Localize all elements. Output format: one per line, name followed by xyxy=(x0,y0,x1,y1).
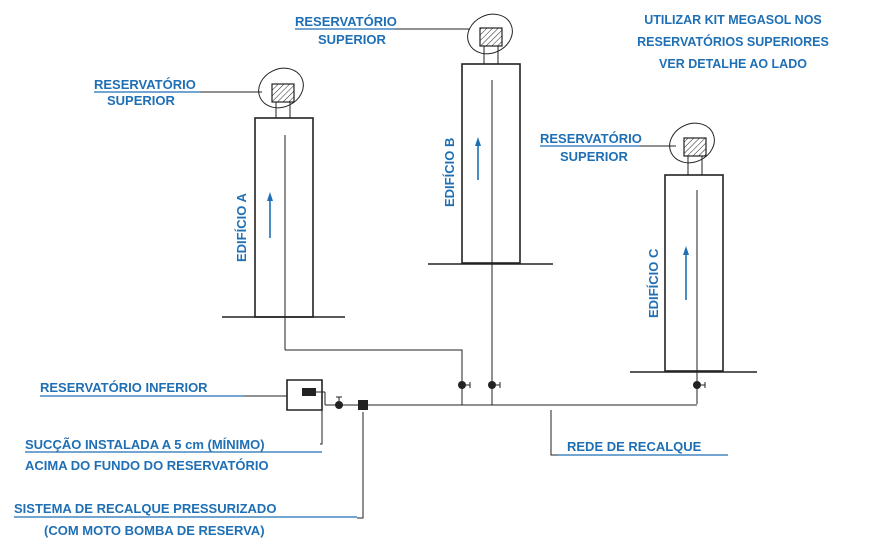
reservoir-b-label-1: RESERVATÓRIO xyxy=(295,14,397,29)
pump-label-2: (COM MOTO BOMBA DE RESERVA) xyxy=(44,523,265,538)
pump-label-1: SISTEMA DE RECALQUE PRESSURIZADO xyxy=(14,501,276,516)
network-callout: REDE DE RECALQUE xyxy=(550,410,728,456)
reservoir-c-label-1: RESERVATÓRIO xyxy=(540,131,642,146)
top-note-line-1: UTILIZAR KIT MEGASOL NOS xyxy=(644,13,822,27)
building-b: EDIFÍCIO B xyxy=(428,13,553,405)
building-b-body xyxy=(461,63,521,264)
pump-unit xyxy=(358,400,368,410)
lower-reservoir-label: RESERVATÓRIO INFERIOR xyxy=(40,380,208,395)
building-c-body xyxy=(664,174,724,372)
top-note-line-3: VER DETALHE AO LADO xyxy=(659,57,807,71)
reservoir-a-tank xyxy=(271,83,295,103)
reservoir-a-label-2: SUPERIOR xyxy=(107,93,176,108)
branch-a-pipe xyxy=(285,349,463,405)
reservoir-a-callout: RESERVATÓRIO SUPERIOR xyxy=(94,77,262,108)
suction-valve xyxy=(335,401,343,409)
reservoir-c-label-2: SUPERIOR xyxy=(560,149,629,164)
lower-reservoir-callout: RESERVATÓRIO INFERIOR xyxy=(40,380,287,397)
building-c: EDIFÍCIO C xyxy=(630,122,757,404)
reservoir-b-detail-circle xyxy=(467,13,513,55)
building-a-label: EDIFÍCIO A xyxy=(234,193,249,262)
reservoir-b-label-2: SUPERIOR xyxy=(318,32,387,47)
reservoir-a-detail-circle xyxy=(258,67,304,109)
suction-intake xyxy=(302,388,316,396)
top-note-line-2: RESERVATÓRIOS SUPERIORES xyxy=(637,34,829,49)
valve-a xyxy=(458,381,466,389)
suction-label-2: ACIMA DO FUNDO DO RESERVATÓRIO xyxy=(25,458,269,473)
reservoir-b-callout: RESERVATÓRIO SUPERIOR xyxy=(295,14,470,47)
network-label: REDE DE RECALQUE xyxy=(567,439,702,454)
pump-callout: SISTEMA DE RECALQUE PRESSURIZADO (COM MO… xyxy=(14,412,364,538)
building-a-body xyxy=(254,117,314,318)
reservoir-c-detail-circle xyxy=(669,122,715,164)
piping-network xyxy=(285,349,706,406)
building-b-label: EDIFÍCIO B xyxy=(442,138,457,207)
valve-b xyxy=(488,381,496,389)
reservoir-a-label-1: RESERVATÓRIO xyxy=(94,77,196,92)
valve-c xyxy=(693,381,701,389)
building-a: EDIFÍCIO A xyxy=(222,67,345,350)
reservoir-b-tank xyxy=(479,27,503,47)
reservoir-c-tank xyxy=(683,137,707,157)
suction-label-1: SUCÇÃO INSTALADA A 5 cm (MÍNIMO) xyxy=(25,437,265,452)
top-note: UTILIZAR KIT MEGASOL NOS RESERVATÓRIOS S… xyxy=(637,13,829,71)
suction-callout: SUCÇÃO INSTALADA A 5 cm (MÍNIMO) ACIMA D… xyxy=(25,408,323,473)
building-c-label: EDIFÍCIO C xyxy=(646,248,661,318)
reservoir-c-callout: RESERVATÓRIO SUPERIOR xyxy=(540,131,676,164)
